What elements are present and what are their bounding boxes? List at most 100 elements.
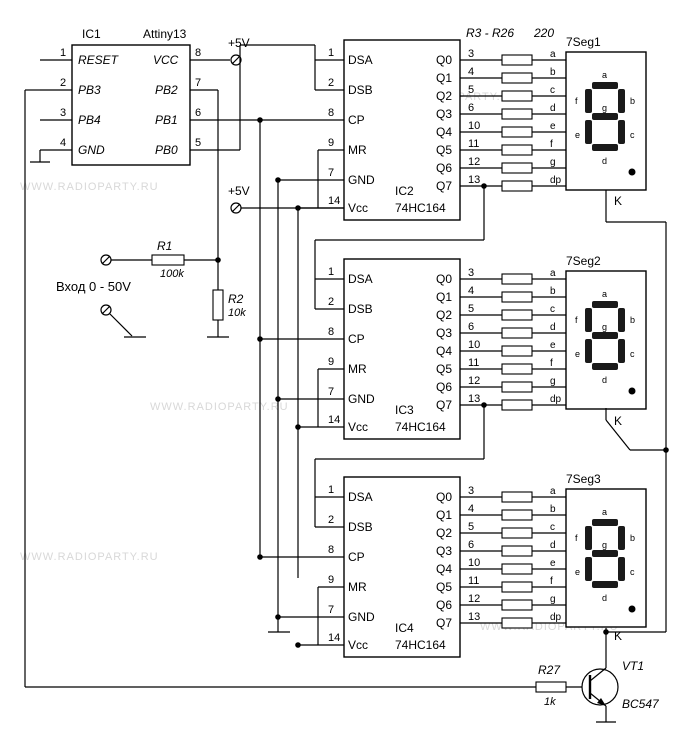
segment-label: c [630,130,635,140]
output-label: Q4 [436,344,452,358]
r2-ref: R2 [228,292,244,306]
segment-label: f [575,315,578,325]
pin-number: 14 [328,632,340,644]
pin-label-mr: MR [348,362,367,376]
ic1-pin-reset: RESET [78,53,120,67]
shift-register-part: 74HC164 [395,420,446,434]
output-label: Q0 [436,272,452,286]
ic1-pin-number: 5 [195,137,201,149]
pin-number: 1 [328,47,334,59]
display-segment [585,339,592,363]
segment-line-label: e [550,340,556,351]
r1-resistor [151,254,185,266]
display-segment [592,332,618,339]
display-segment [618,120,625,144]
segment-line-label: dp [550,612,562,623]
segment-label: g [602,322,607,332]
pin-label-mr: MR [348,580,367,594]
segment-label: g [602,540,607,550]
ic1-pin-number: 7 [195,77,201,89]
series-resistor [501,545,533,557]
display-ref: 7Seg1 [566,35,601,49]
display-ref: 7Seg2 [566,254,601,268]
segment-line-label: c [550,304,555,315]
pin-number: 2 [328,514,334,526]
seven-segment-display [565,270,647,410]
display-segment [585,120,592,144]
series-resistor [501,363,533,375]
pin-number: 10 [468,120,480,132]
pin-number: 4 [468,503,474,515]
segment-line-label: d [550,103,556,114]
segment-line-label: b [550,67,556,78]
pin-number: 3 [468,267,474,279]
pin-label-dsa: DSA [348,490,373,504]
segment-label: f [575,533,578,543]
shift-register-part: 74HC164 [395,201,446,215]
transistor-stage: K K K R27 1k VT1 BC547 [535,190,669,723]
output-label: Q2 [436,308,452,322]
pin-number: 11 [468,575,479,587]
segment-label: e [575,567,580,577]
watermark-text: WWW.RADIOPARTY.RU [20,551,159,563]
ic1-pin-number: 8 [195,47,201,59]
series-resistor [501,491,533,503]
output-label: Q6 [436,380,452,394]
output-label: Q7 [436,398,452,412]
pin-number: 13 [468,611,480,623]
watermark-text: WWW.RADIOPARTY.RU [20,181,159,193]
segment-line-label: c [550,85,555,96]
segment-line-label: g [550,594,556,605]
segment-line-label: dp [550,394,562,405]
segment-line-label: a [550,49,556,60]
pin-number: 4 [468,66,474,78]
pin-number: 8 [328,107,334,119]
display-segment [585,89,592,113]
series-resistor [501,399,533,411]
pin-number: 13 [468,393,480,405]
pin-number: 11 [468,357,479,369]
pin-number: 4 [468,285,474,297]
output-label: Q2 [436,89,452,103]
pin-label-vcc: Vcc [348,201,368,215]
pin-number: 13 [468,174,480,186]
segment-line-label: g [550,157,556,168]
r1-value: 100k [160,268,184,280]
output-label: Q2 [436,526,452,540]
shift-register-part: 74HC164 [395,638,446,652]
display-segment [618,89,625,113]
series-resistor [501,180,533,192]
pin-number: 10 [468,339,480,351]
series-resistor [501,144,533,156]
series-resistor [501,291,533,303]
vt1-ref: VT1 [622,659,644,673]
vcc-label: +5V [228,36,250,50]
segment-label: g [602,103,607,113]
output-label: Q4 [436,562,452,576]
display-segment [618,339,625,363]
shift-register-body [343,258,461,440]
output-label: Q6 [436,598,452,612]
display-segment [618,557,625,581]
ic1-body [71,44,191,166]
pin-number: 12 [468,593,480,605]
cathode-label: K [614,194,622,208]
series-resistor [501,54,533,66]
pin-number: 14 [328,414,340,426]
cathode-label: K [614,629,622,643]
decimal-point [628,605,636,613]
segment-line-label: g [550,376,556,387]
segment-line-label: f [550,358,553,369]
output-label: Q0 [436,53,452,67]
cathode-label: K [614,414,622,428]
pin-number: 9 [328,574,334,586]
series-resistor [501,599,533,611]
input-label: Вход 0 - 50V [56,279,131,294]
segment-line-label: dp [550,175,562,186]
pin-label-dsb: DSB [348,83,373,97]
pin-label-cp: CP [348,332,365,346]
ic1-wiring [24,44,536,688]
